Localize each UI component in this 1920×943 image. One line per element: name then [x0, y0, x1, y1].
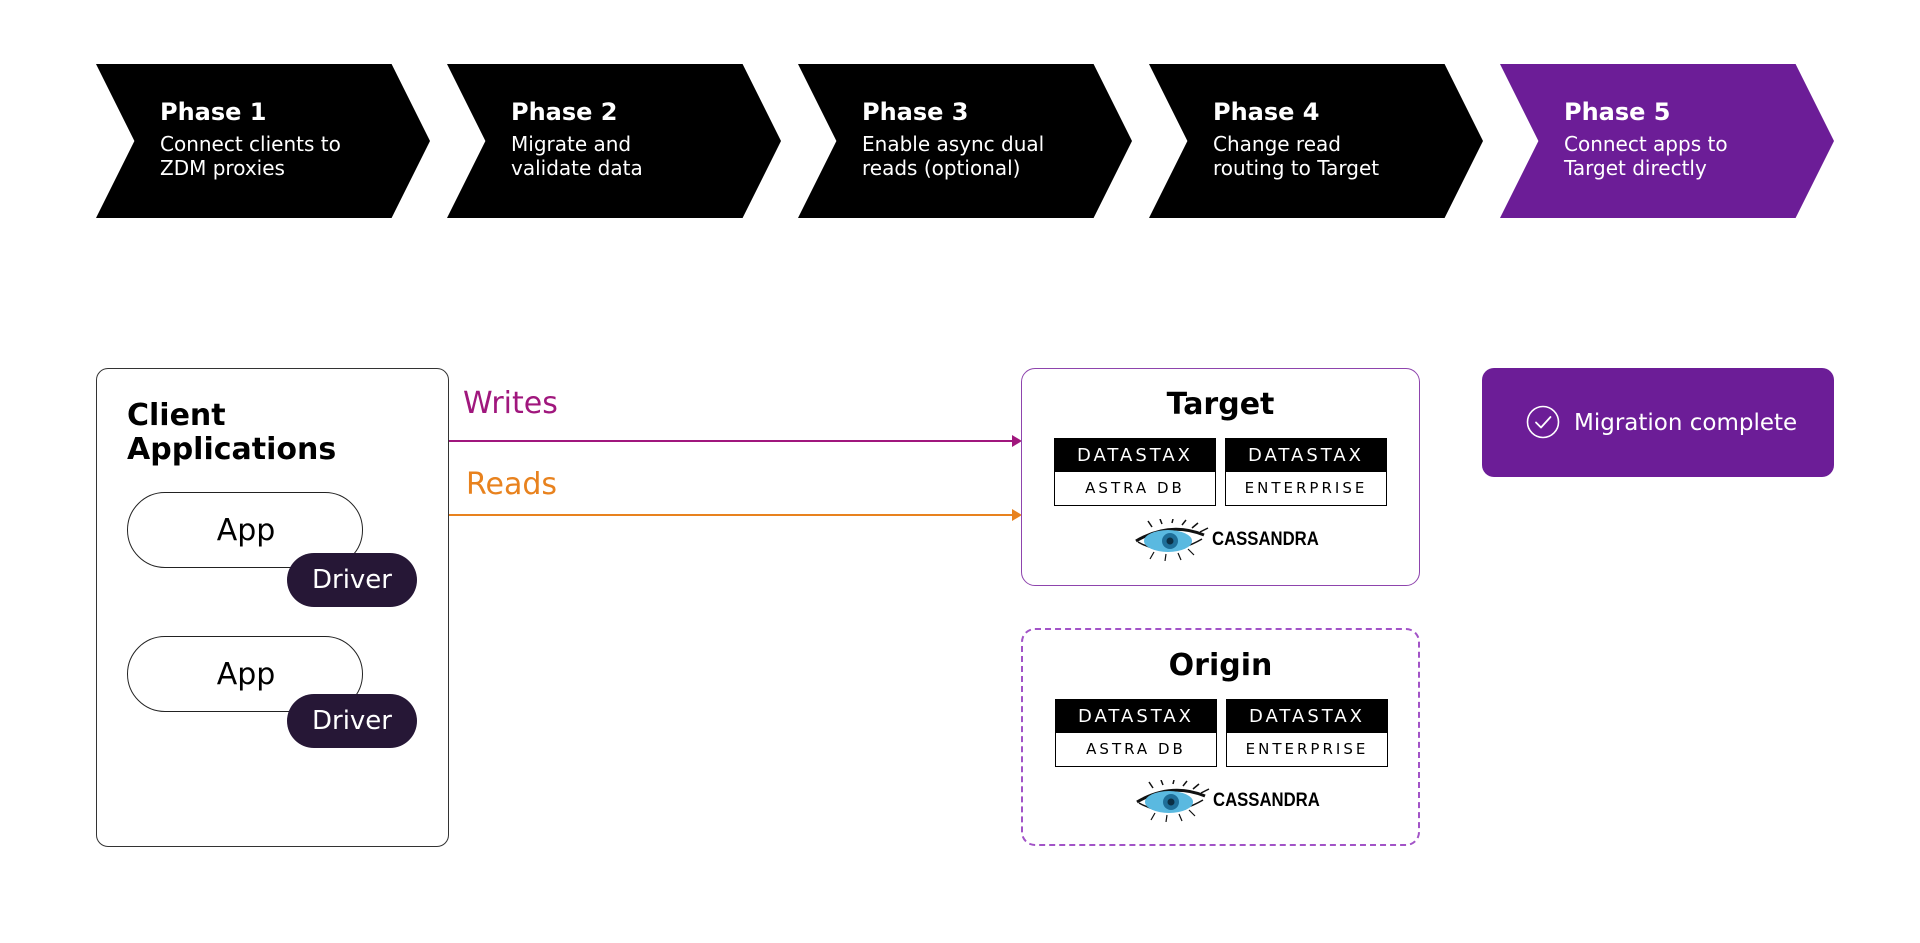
- logo-product: ENTERPRISE: [1245, 740, 1369, 758]
- logo-product: ENTERPRISE: [1244, 479, 1368, 497]
- driver-badge: Driver: [287, 694, 417, 748]
- driver-badge: Driver: [287, 553, 417, 607]
- origin-title: Origin: [1168, 648, 1273, 683]
- phase-1-description: Connect clients to ZDM proxies: [160, 132, 341, 180]
- logo-product: ASTRA DB: [1085, 479, 1185, 497]
- cassandra-eye-icon: [1136, 780, 1210, 822]
- phase-4-title: Phase 4: [1213, 98, 1320, 126]
- phase-5-title: Phase 5: [1564, 98, 1671, 126]
- phase-3-title: Phase 3: [862, 98, 969, 126]
- logo-product: ASTRA DB: [1086, 740, 1186, 758]
- phase-2: Phase 2 Migrate and validate data: [447, 64, 781, 218]
- cassandra-logo: CASSANDRA: [1132, 519, 1322, 561]
- datastax-enterprise-logo: DATASTAX ENTERPRISE: [1226, 699, 1388, 767]
- cassandra-eye-icon: [1135, 519, 1209, 561]
- phase-2-description: Migrate and validate data: [511, 132, 643, 180]
- app-label: App: [216, 513, 276, 548]
- datastax-astra-db-logo: DATASTAX ASTRA DB: [1054, 438, 1216, 506]
- datastax-astra-db-logo: DATASTAX ASTRA DB: [1055, 699, 1217, 767]
- phase-2-title: Phase 2: [511, 98, 618, 126]
- logo-brand: DATASTAX: [1226, 439, 1386, 472]
- migration-complete-badge: Migration complete: [1482, 368, 1834, 477]
- target-title: Target: [1166, 387, 1275, 422]
- writes-label: Writes: [463, 386, 558, 421]
- logo-brand: DATASTAX: [1227, 700, 1387, 733]
- phase-4-description: Change read routing to Target: [1213, 132, 1380, 180]
- phase-3: Phase 3 Enable async dual reads (optiona…: [798, 64, 1132, 218]
- target-cluster: Target DATASTAX ASTRA DB DATASTAX ENTERP…: [1021, 368, 1420, 586]
- logo-brand: DATASTAX: [1056, 700, 1216, 733]
- writes-arrowhead: [1012, 435, 1022, 447]
- cassandra-logo: CASSANDRA: [1133, 780, 1323, 822]
- cassandra-label: CASSANDRA: [1212, 529, 1319, 550]
- phase-3-description: Enable async dual reads (optional): [862, 132, 1045, 180]
- check-circle-icon: [1526, 405, 1560, 439]
- cassandra-label: CASSANDRA: [1213, 790, 1320, 811]
- reads-arrowhead: [1012, 509, 1022, 521]
- phase-5-description: Connect apps to Target directly: [1564, 132, 1728, 180]
- phase-4: Phase 4 Change read routing to Target: [1149, 64, 1483, 218]
- phase-1-title: Phase 1: [160, 98, 267, 126]
- client-applications-box: Client Applications App Driver App Drive…: [96, 368, 449, 847]
- origin-cluster: Origin DATASTAX ASTRA DB DATASTAX ENTERP…: [1021, 628, 1420, 846]
- datastax-enterprise-logo: DATASTAX ENTERPRISE: [1225, 438, 1387, 506]
- app-label: App: [216, 657, 276, 692]
- migration-complete-label: Migration complete: [1574, 410, 1798, 436]
- phase-5: Phase 5 Connect apps to Target directly: [1500, 64, 1834, 218]
- logo-brand: DATASTAX: [1055, 439, 1215, 472]
- phase-1: Phase 1 Connect clients to ZDM proxies: [96, 64, 430, 218]
- reads-label: Reads: [466, 467, 558, 502]
- client-applications-title: Client Applications: [127, 398, 337, 467]
